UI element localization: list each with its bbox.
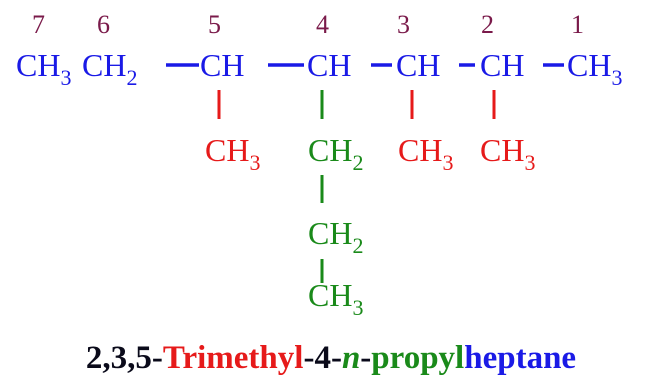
carbon-number-3: 3 [397, 10, 410, 39]
carbon-3-group: CH [396, 47, 440, 83]
name-locants: 2,3,5- [86, 340, 163, 376]
carbon-number-1: 1 [571, 10, 584, 39]
propyl-ch3: CH3 [308, 277, 363, 320]
propyl-substituent: CH2 CH2 CH3 [308, 90, 363, 320]
carbon-numbering: 7 6 5 4 3 2 1 [32, 10, 584, 39]
carbon-5-group: CH [200, 47, 244, 83]
main-chain: CH3 CH2 CH CH CH CH CH3 [16, 47, 622, 90]
name-propyl: propyl [371, 340, 464, 376]
carbon-6-group: CH2 [82, 47, 137, 90]
name-heptane: heptane [464, 340, 576, 376]
iupac-name: 2,3,5-Trimethyl-4-n-propylheptane [86, 340, 576, 376]
propyl-ch2-2: CH2 [308, 215, 363, 258]
carbon-number-7: 7 [32, 10, 45, 39]
name-n-prefix: n [342, 340, 360, 376]
methyl-on-carbon-5: CH3 [205, 132, 260, 175]
propyl-ch2-1: CH2 [308, 132, 363, 175]
carbon-number-5: 5 [208, 10, 221, 39]
methyl-on-carbon-3: CH3 [398, 132, 453, 175]
methyl-on-carbon-2: CH3 [480, 132, 535, 175]
carbon-1-group: CH3 [567, 47, 622, 90]
carbon-2-group: CH [480, 47, 524, 83]
carbon-number-4: 4 [316, 10, 329, 39]
name-dash: - [360, 340, 371, 376]
carbon-number-2: 2 [481, 10, 494, 39]
methyl-substituents: CH3 CH3 CH3 [205, 90, 535, 175]
carbon-7-group: CH3 [16, 47, 71, 90]
carbon-4-group: CH [307, 47, 351, 83]
carbon-number-6: 6 [97, 10, 110, 39]
name-locant-4: -4- [303, 340, 341, 376]
name-trimethyl: Trimethyl [163, 340, 304, 376]
